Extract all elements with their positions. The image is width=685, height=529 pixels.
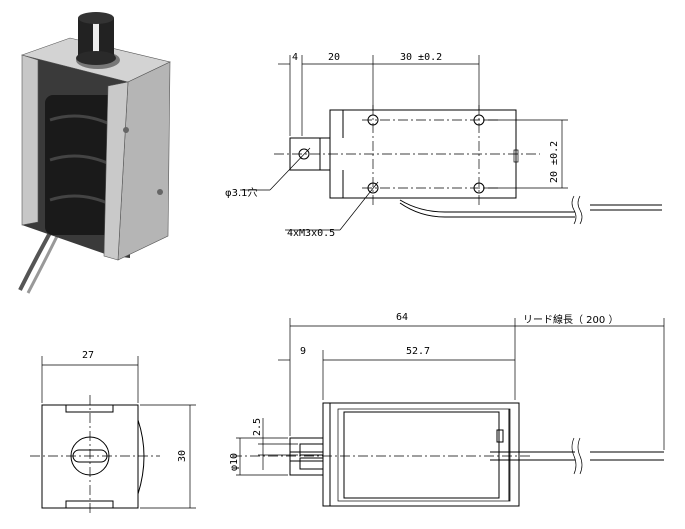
dim-2-5: 2.5 xyxy=(252,418,263,436)
dim-20: 20 xyxy=(328,52,340,63)
dim-52-7: 52.7 xyxy=(406,346,430,357)
hole-note: φ3.1穴 xyxy=(225,186,258,199)
dim-4: 4 xyxy=(292,52,298,63)
front-view: 27 30 xyxy=(30,350,196,515)
side-view: 64 リード線長（ 200 ） 9 52.7 2.5 φ10 xyxy=(229,312,665,507)
dim-lead: リード線長（ 200 ） xyxy=(523,313,618,326)
screw-note: 4xM3x0.5 xyxy=(287,228,335,239)
top-view: 4 20 30 ±0.2 20 ±0.2 φ3.1穴 4xM3x0.5 xyxy=(225,52,662,239)
dim-height: 30 xyxy=(177,450,188,462)
solenoid-photo xyxy=(18,12,171,294)
dim-20-vertical: 20 ±0.2 xyxy=(549,141,560,183)
dim-total: 64 xyxy=(396,312,408,323)
dim-30: 30 ±0.2 xyxy=(400,52,442,63)
dim-width: 27 xyxy=(82,350,94,361)
dim-9: 9 xyxy=(300,346,306,357)
dim-phi10: φ10 xyxy=(229,453,240,471)
